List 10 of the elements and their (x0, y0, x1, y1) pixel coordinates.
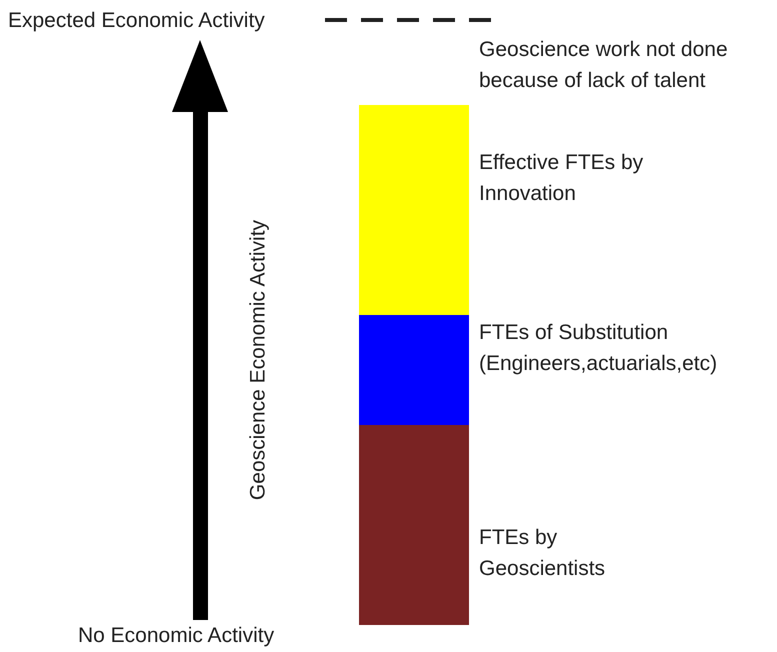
axis-label: Geoscience Economic Activity (246, 220, 270, 500)
bottom-label: No Economic Activity (78, 623, 276, 649)
bar-segment (359, 315, 469, 425)
note-text: Geoscience work not done because of lack of talent (479, 37, 729, 94)
segment-label: Effective FTEs by Innovation (479, 150, 644, 207)
bar-segment (359, 425, 469, 625)
segment-label: FTEs of Substitution (Engineers,actuarials,etc) (479, 320, 718, 377)
top-label: Expected Economic Activity (8, 8, 266, 34)
segment-label: FTEs by Geoscientists (479, 525, 606, 582)
bar-segment (359, 105, 469, 315)
